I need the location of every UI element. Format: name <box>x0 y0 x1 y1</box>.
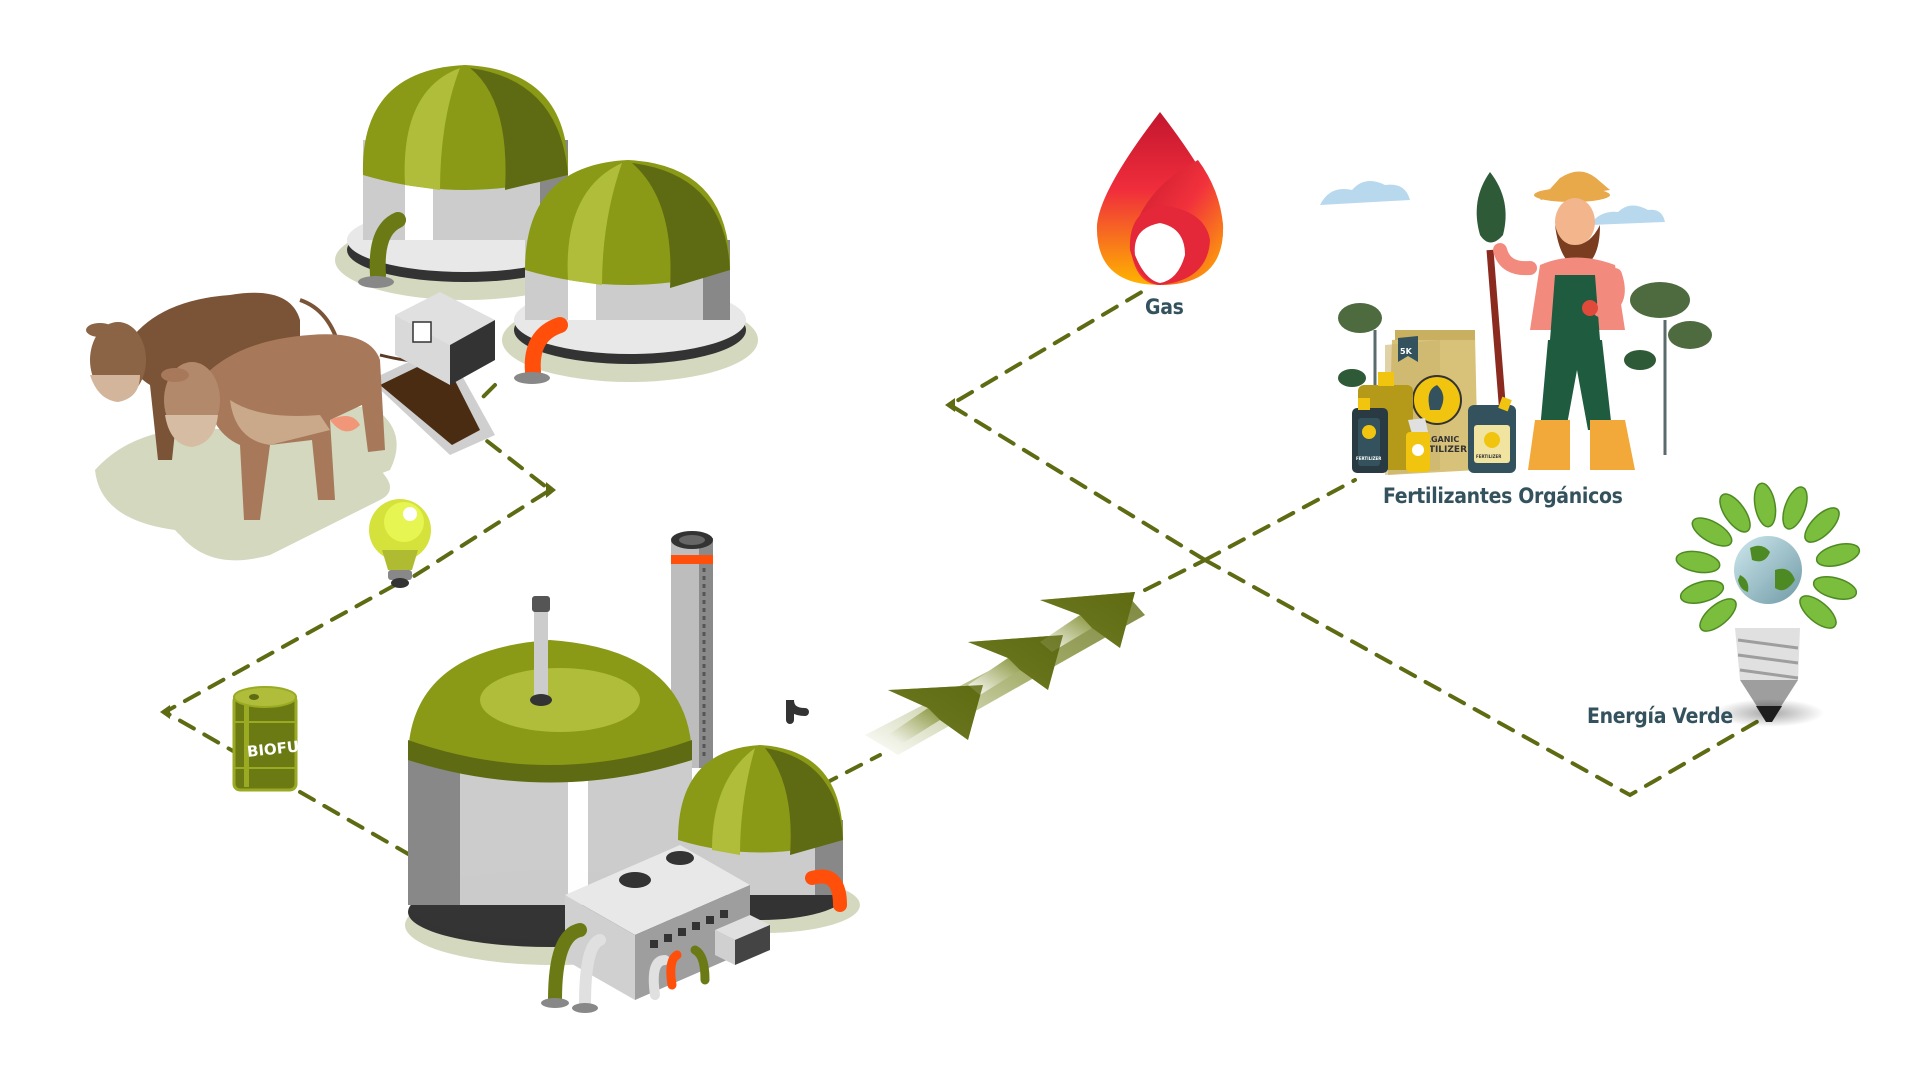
leaves <box>1675 482 1861 632</box>
biogas-plant <box>405 531 860 1013</box>
connection-plant-to-arrows <box>820 753 882 787</box>
green-energy-bulb-icon <box>1675 482 1861 727</box>
gas-label: Gas <box>1145 295 1184 319</box>
control-building <box>541 845 770 1013</box>
fertilizers-label: Fertilizantes Orgánicos <box>1383 484 1623 508</box>
cows-illustration <box>86 292 495 561</box>
connection-barrel-to-plant <box>298 790 412 857</box>
fertilizers-illustration: 5K ORGANIC FERTILIZER FERTILIZER FERTILI… <box>1320 171 1712 475</box>
connection-hub-to-fertilizers <box>1203 478 1357 562</box>
globe-icon <box>1734 536 1802 604</box>
cow-front <box>161 334 441 520</box>
connection-arrows-to-hub <box>1143 558 1207 592</box>
farmer <box>1493 171 1635 470</box>
biofuel-barrel-icon: BIOFUEL <box>232 686 320 792</box>
bag-label-line1: ORGANIC <box>1418 435 1459 444</box>
digester-dome-front <box>502 160 758 384</box>
tree-right <box>1624 282 1712 455</box>
cloud-icon <box>1590 205 1665 225</box>
bag-weight-label: 5K <box>1400 347 1413 356</box>
connection-hub-to-gas <box>946 288 1207 562</box>
fertilizer-bottles: FERTILIZER FERTILIZER <box>1352 372 1516 473</box>
connection-digesters-to-bulb <box>398 383 554 587</box>
jerrycan-label: FERTILIZER <box>1476 454 1501 459</box>
green-energy-label: Energía Verde <box>1587 704 1733 728</box>
bottle-label: FERTILIZER <box>1356 456 1381 461</box>
arrowhead-bulb-path <box>546 482 556 498</box>
generator-unit <box>395 292 495 385</box>
connection-hub-to-green-energy <box>1203 558 1762 798</box>
digester-domes <box>335 65 758 385</box>
digester-dome-back <box>335 65 595 300</box>
gas-flame-icon <box>1096 112 1224 285</box>
flow-arrows <box>865 592 1145 755</box>
arrowhead-gas-path <box>945 398 955 412</box>
electricity-bulb-icon <box>369 499 431 588</box>
cloud-icon <box>1320 181 1410 205</box>
bag-label-line2: FERTILIZER <box>1410 445 1467 455</box>
arrowhead-barrel-path <box>160 705 170 719</box>
